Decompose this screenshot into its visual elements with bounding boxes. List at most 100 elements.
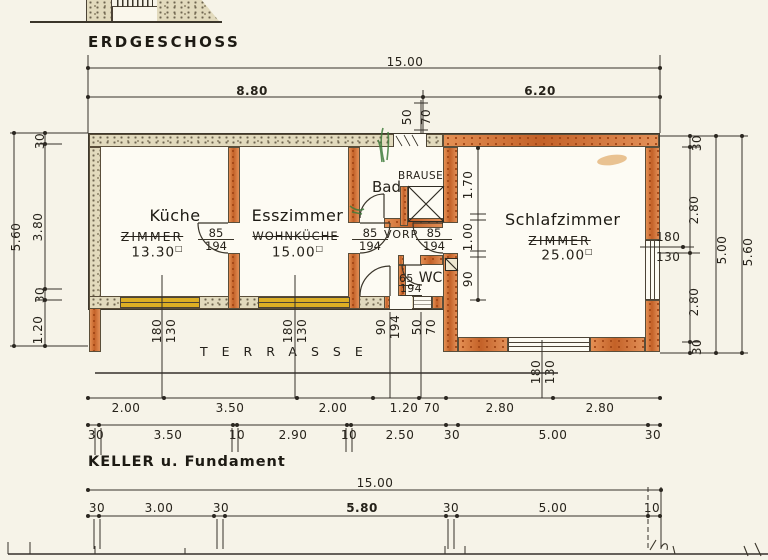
wall-esszimmer-bad-upper <box>348 147 360 223</box>
dim-keller-4: 30 <box>442 501 460 515</box>
door-label-schlafzimmer: 85 194 <box>416 227 452 252</box>
dim-row1-6: 2.80 <box>585 401 615 415</box>
vent-gap-bad <box>393 134 427 147</box>
room-struck-esszimmer: WOHNKÜCHE <box>252 229 339 243</box>
dim-top-right: 6.20 <box>524 84 556 98</box>
wall-schlafzimmer-south-left <box>458 337 508 352</box>
dim-left-outer: 5.60 <box>9 222 23 252</box>
door-height: 194 <box>205 239 227 253</box>
dim-top-total: 15.00 <box>386 55 424 69</box>
dim-schlaf-inner-2: 90 <box>461 270 475 288</box>
window-kueche <box>120 297 200 308</box>
dim-right-middle: 5.00 <box>715 235 729 265</box>
dim-keller-1: 3.00 <box>144 501 174 515</box>
esszimmer-window-w: 180 <box>281 318 295 344</box>
door-gap-kueche <box>228 223 240 253</box>
esszimmer-window-h: 130 <box>295 318 309 344</box>
dim-row1-1: 3.50 <box>215 401 245 415</box>
room-label-schlafzimmer: Schlafzimmer <box>505 210 621 229</box>
dim-row1-0: 2.00 <box>111 401 141 415</box>
area-value: 25.00 <box>541 247 586 264</box>
dim-right-outer: 5.60 <box>741 237 755 267</box>
room-label-bad: Bad <box>372 178 402 196</box>
dim-right-1: 2.80 <box>687 195 701 225</box>
vent-width-label: 50 <box>400 108 414 126</box>
wall-shower-west <box>400 186 408 226</box>
entrance-height-label: 194 <box>388 314 402 340</box>
dim-keller-total: 15.00 <box>356 476 394 490</box>
room-label-kueche: Küche <box>149 206 201 225</box>
wall-kueche-esszimmer-upper <box>228 147 240 223</box>
dim-row2-0: 30 <box>87 428 105 442</box>
section-ground-line <box>30 21 222 23</box>
dim-row2-1: 3.50 <box>153 428 183 442</box>
vent-height-label: 70 <box>419 108 433 126</box>
section-ground-wedge <box>157 0 219 21</box>
room-label-esszimmer: Esszimmer <box>251 206 344 225</box>
area-unit: □ <box>315 244 325 253</box>
dim-schlaf-inner-1: 1.00 <box>461 222 475 252</box>
dim-keller-0: 30 <box>88 501 106 515</box>
wc-window-height-label: 70 <box>424 318 438 336</box>
dim-row2-7: 5.00 <box>538 428 568 442</box>
wall-schlafzimmer-east-upper <box>645 147 660 240</box>
door-height: 194 <box>423 239 445 253</box>
room-struck-kueche: ZIMMER <box>120 229 184 244</box>
dim-left-3: 1.20 <box>31 315 45 345</box>
dim-row1-5: 2.80 <box>485 401 515 415</box>
dim-row2-4: 10 <box>340 428 358 442</box>
dim-schlaf-inner-0: 1.70 <box>461 170 475 200</box>
kueche-window-w: 180 <box>150 318 164 344</box>
dim-row2-5: 2.50 <box>385 428 415 442</box>
page-title-erdgeschoss: ERDGESCHOSS <box>88 33 241 51</box>
room-area-esszimmer: 15.00□ <box>258 244 338 261</box>
schlaf-east-window-h: 130 <box>656 250 681 264</box>
dim-row2-8: 30 <box>644 428 662 442</box>
wall-wc-north-right <box>420 255 443 265</box>
wc-name: WC <box>418 270 443 286</box>
page-title-keller: KELLER u. Fundament <box>88 454 286 470</box>
area-unit: □ <box>585 247 594 256</box>
section-wall-hatch <box>117 0 153 7</box>
room-area-kueche: 13.30□ <box>120 244 195 261</box>
section-foundation-block <box>86 0 112 22</box>
wall-schlafzimmer-east-lower <box>645 300 660 352</box>
window-schlafzimmer-east <box>645 240 660 300</box>
room-label-brause: BRAUSE <box>398 170 444 182</box>
dim-keller-6: 10 <box>643 501 661 515</box>
wall-entrance-post-east <box>432 296 443 309</box>
window-schlafzimmer-south <box>508 337 590 352</box>
window-esszimmer <box>258 297 350 308</box>
wc-window-width-label: 50 <box>410 318 424 336</box>
schlaf-south-window-w: 180 <box>529 359 543 385</box>
wall-schlafzimmer-west-upper <box>443 147 458 223</box>
dim-right-3: 30 <box>690 338 704 356</box>
door-gap-esszimmer <box>348 223 360 253</box>
flue-block <box>445 258 458 271</box>
dim-right-0: 30 <box>690 134 704 152</box>
room-label-terrasse: TERRASSE <box>200 344 377 359</box>
dim-top-left: 8.80 <box>236 84 268 98</box>
area-value: 13.30 <box>131 244 176 261</box>
door-height: 194 <box>359 239 381 253</box>
wall-north-west <box>89 134 443 147</box>
dim-row1-3: 1.20 <box>389 401 419 415</box>
wall-kueche-esszimmer-lower <box>228 253 240 309</box>
room-struck-schlafzimmer: ZIMMER <box>528 233 591 248</box>
dim-row1-2: 2.00 <box>318 401 348 415</box>
dim-row2-6: 30 <box>443 428 461 442</box>
dim-left-1: 3.80 <box>31 212 45 242</box>
dim-keller-5: 5.00 <box>538 501 568 515</box>
room-area-schlafzimmer: 25.00□ <box>525 247 610 264</box>
dim-row1-4: 70 <box>423 401 441 415</box>
dim-keller-3: 5.80 <box>346 501 378 515</box>
wall-schlafzimmer-south-right <box>590 337 645 352</box>
schlaf-east-window-w: 180 <box>656 230 681 244</box>
area-value: 15.00 <box>271 244 316 261</box>
room-label-vorplatz: VORP <box>384 228 419 241</box>
door-gap-entrance <box>390 296 412 309</box>
door-label-kueche: 85 194 <box>198 227 234 252</box>
window-wc <box>413 296 432 309</box>
area-unit: □ <box>175 244 184 253</box>
shower-tray <box>408 186 444 222</box>
